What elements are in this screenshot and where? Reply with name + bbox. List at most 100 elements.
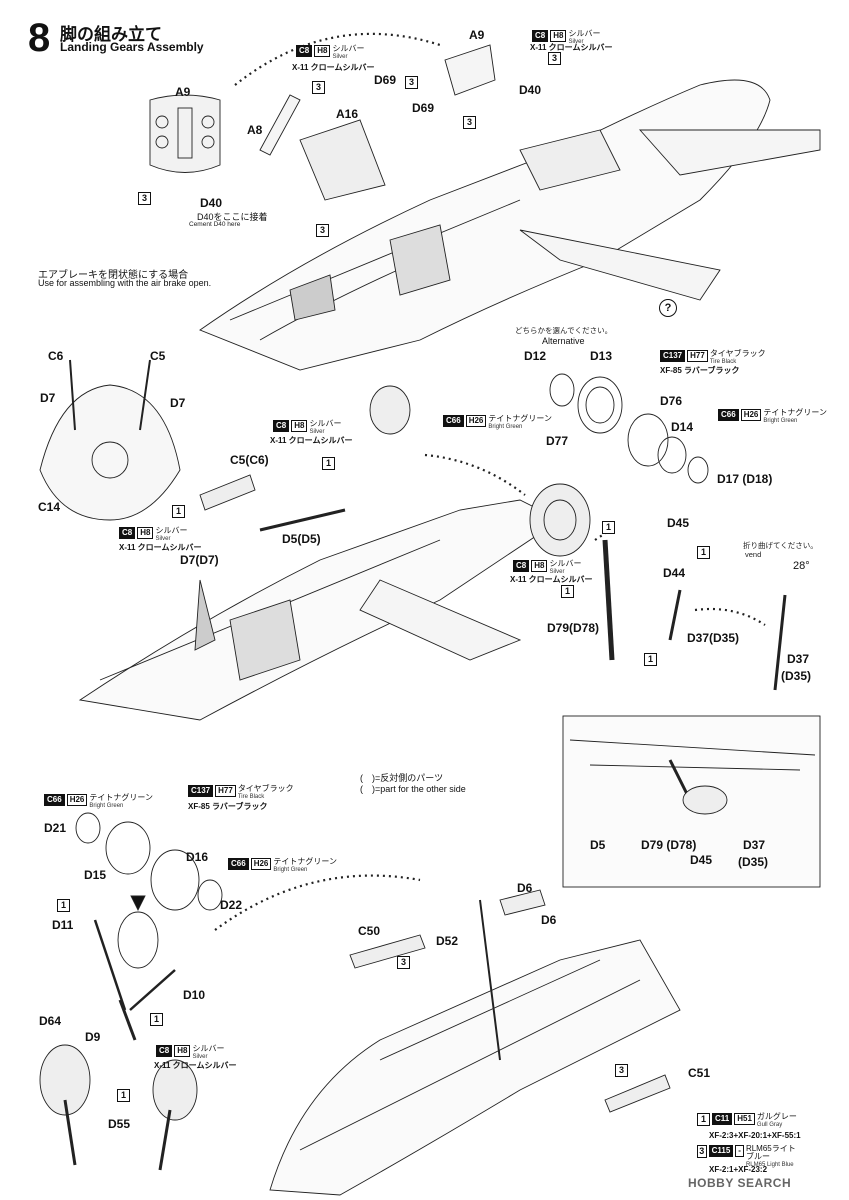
ref-box-1: 1 bbox=[322, 457, 335, 470]
step-title-jp: 脚の組み立て bbox=[60, 25, 162, 44]
part-d55: D55 bbox=[108, 1117, 131, 1131]
note-alternative-jp: どちらかを選んでください。 bbox=[515, 326, 613, 335]
ref-box-3: 3 bbox=[316, 224, 329, 237]
part-d14: D14 bbox=[671, 420, 694, 434]
ref-box-1: 1 bbox=[117, 1089, 130, 1102]
part-d40-right: D40 bbox=[519, 83, 542, 97]
step-number: 8 bbox=[28, 16, 51, 60]
part-d69-b: D69 bbox=[412, 101, 435, 115]
ref-box-1: 1 bbox=[57, 899, 70, 912]
upper-tail bbox=[638, 129, 821, 176]
paint-alt-c137-top: XF-85 ラバーブラック bbox=[660, 366, 740, 375]
part-d69-a: D69 bbox=[374, 73, 397, 87]
ref-box-3: 3 bbox=[138, 192, 151, 205]
part-c51: C51 bbox=[688, 1066, 711, 1080]
note-airbrake-jp: エアブレーキを閉状態にする場合 bbox=[38, 270, 189, 281]
upper-wing bbox=[519, 229, 721, 301]
ref-box-3: 3 bbox=[463, 116, 476, 129]
part-a9-left: A9 bbox=[175, 85, 191, 99]
ref-box-3: 3 bbox=[397, 956, 410, 969]
part-d16: D16 bbox=[186, 850, 209, 864]
part-c50: C50 bbox=[358, 924, 381, 938]
part-d9: D9 bbox=[85, 1030, 101, 1044]
part-d15: D15 bbox=[84, 868, 107, 882]
lower-fuselage-outline bbox=[269, 939, 681, 1196]
part-c5c6: C5(C6) bbox=[230, 453, 269, 467]
paint-alt-c8-bottom: X-11 クロームシルバー bbox=[154, 1061, 237, 1070]
main-wheel bbox=[529, 483, 591, 557]
part-d6-a: D6 bbox=[517, 881, 533, 895]
part-c6: C6 bbox=[48, 349, 64, 363]
question-mark-icon: ? bbox=[659, 299, 677, 317]
part-d12: D12 bbox=[524, 349, 547, 363]
watermark-text: HOBBY SEARCH bbox=[688, 1176, 792, 1190]
part-d5d5: D5(D5) bbox=[282, 532, 321, 546]
part-d44: D44 bbox=[663, 566, 686, 580]
note-cement-jp: D40をここに接着 bbox=[197, 212, 268, 222]
note-alternative-en: Alternative bbox=[542, 336, 585, 346]
part-d7-left: D7 bbox=[40, 391, 56, 405]
marker-triangle bbox=[130, 895, 146, 912]
part-d52: D52 bbox=[436, 934, 459, 948]
inset-part-d37: D37 bbox=[743, 838, 766, 852]
note-cement-en: Cement D40 here bbox=[189, 221, 241, 228]
ref-box-1: 1 bbox=[697, 546, 710, 559]
wheel-d13 bbox=[577, 376, 623, 434]
note-other-side-en: ( )=part for the other side bbox=[360, 784, 466, 794]
ref-box-1: 1 bbox=[602, 521, 615, 534]
a9-plate bbox=[149, 94, 221, 173]
middle-wing bbox=[359, 579, 522, 661]
part-d45: D45 bbox=[667, 516, 690, 530]
c50-panel bbox=[349, 934, 426, 969]
paint-alt-c8-right: X-11 クロームシルバー bbox=[530, 43, 613, 52]
inset-part-d45: D45 bbox=[690, 853, 713, 867]
inset-part-d35: (D35) bbox=[738, 855, 769, 869]
part-d76: D76 bbox=[660, 394, 683, 408]
legend-c115-mix: XF-2:1+XF-23:2 bbox=[709, 1165, 768, 1174]
part-d37-bend: D37 bbox=[787, 652, 810, 666]
gear-bay-middle bbox=[229, 599, 301, 681]
airbrake-c5 bbox=[199, 474, 256, 511]
ref-box-3: 3 bbox=[548, 52, 561, 65]
legend-c11-mix: XF-2:3+XF-20:1+XF-55:1 bbox=[709, 1131, 801, 1140]
inset-part-d5: D5 bbox=[590, 838, 606, 852]
ref-box-3: 3 bbox=[405, 76, 418, 89]
part-a9-right: A9 bbox=[469, 28, 485, 42]
note-angle: 28° bbox=[793, 560, 810, 572]
paint-alt-c8-left: X-11 クロームシルバー bbox=[119, 543, 202, 552]
ref-box-3: 3 bbox=[312, 81, 325, 94]
nose-bay bbox=[39, 384, 181, 521]
part-a16: A16 bbox=[336, 107, 359, 121]
part-d6-b: D6 bbox=[541, 913, 557, 927]
gear-bay-upper bbox=[389, 224, 451, 296]
part-d40-left: D40 bbox=[200, 196, 223, 210]
part-d79d78: D79(D78) bbox=[547, 621, 600, 635]
note-bend-en: vend bbox=[745, 550, 762, 559]
ref-box-1: 1 bbox=[172, 505, 185, 518]
part-d64: D64 bbox=[39, 1014, 62, 1028]
ref-box-3: 3 bbox=[615, 1064, 628, 1077]
paint-alt-c8-top: X-11 クロームシルバー bbox=[292, 63, 375, 72]
part-d10: D10 bbox=[183, 988, 206, 1002]
part-d37d35: D37(D35) bbox=[687, 631, 740, 645]
paint-alt-c8-mid: X-11 クロームシルバー bbox=[270, 436, 353, 445]
part-a8: A8 bbox=[247, 123, 263, 137]
part-d22: D22 bbox=[220, 898, 243, 912]
paint-alt-c8-gear: X-11 クロームシルバー bbox=[510, 575, 593, 584]
part-d21: D21 bbox=[44, 821, 67, 835]
